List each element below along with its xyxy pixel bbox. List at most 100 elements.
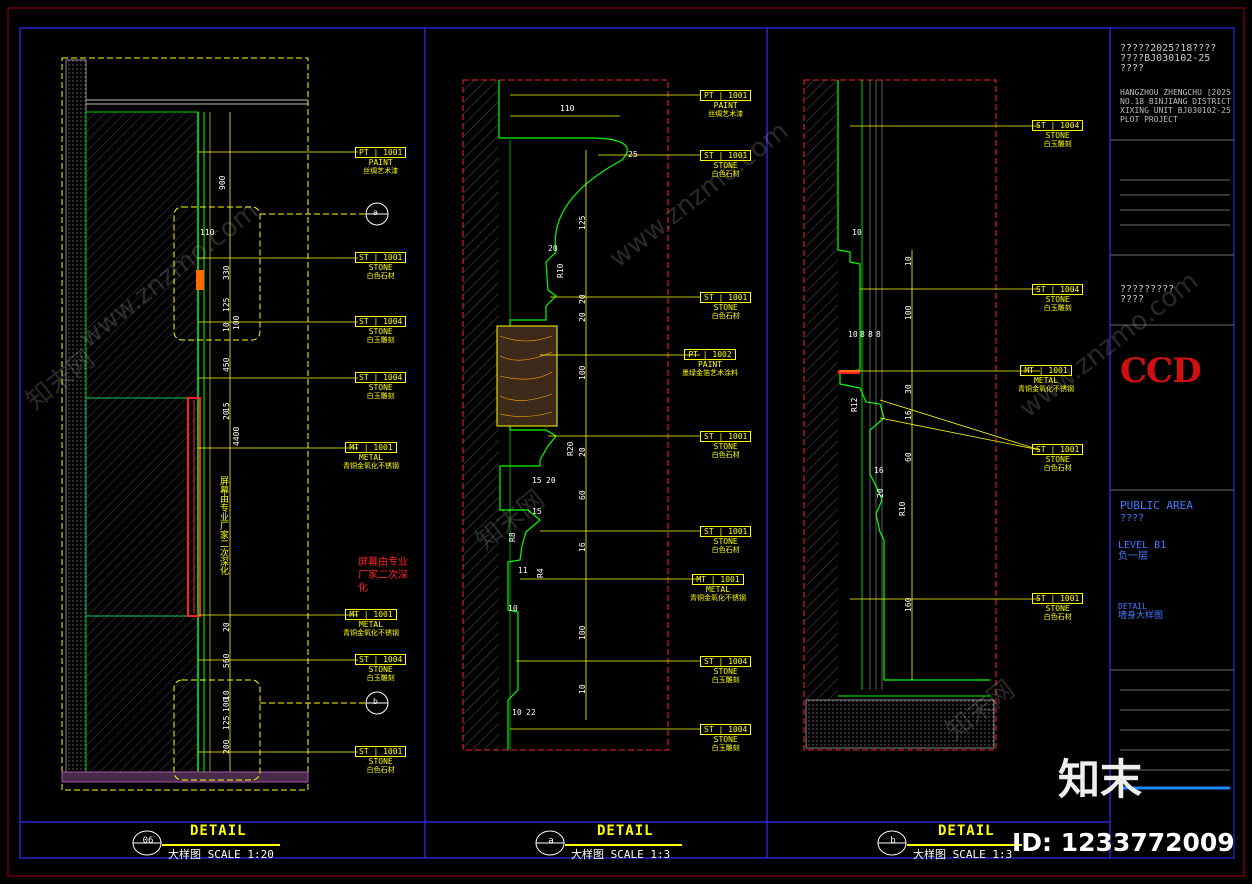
panel-1-wall-section	[61, 57, 389, 791]
dimension-label: 20	[222, 622, 231, 632]
dimension-label: 560	[222, 653, 231, 668]
panel-3-scale: 大样图 SCALE 1:3	[913, 848, 1013, 861]
callout-label: a	[373, 208, 378, 217]
project-name-en: HANGZHOU ZHENGCHU [2025 NO.18 BINJIANG D…	[1120, 88, 1231, 124]
panel-1-bubble: 06	[142, 836, 154, 846]
dimension-label: 110	[560, 104, 575, 113]
dimension-label: 20	[876, 488, 885, 498]
dimension-label: 15	[532, 507, 542, 516]
dimension-label: 125	[222, 297, 231, 312]
client-name: ????????? ????	[1120, 284, 1175, 305]
dimension-label: 330	[222, 265, 231, 280]
dimension-label: 20	[222, 410, 231, 420]
dimension-label: 16	[578, 542, 587, 552]
dimension-label: 100	[578, 625, 587, 640]
dimension-label: 450	[222, 357, 231, 372]
site-brand-logo: 知末	[1058, 755, 1143, 804]
level-en: LEVEL B1	[1118, 540, 1167, 551]
dimension-label: 125	[578, 215, 587, 230]
panel-1-title: DETAIL	[190, 823, 247, 839]
dimension-label: 20	[578, 447, 587, 457]
dimension-label: R10	[556, 263, 565, 278]
dimension-label: 160	[904, 597, 913, 612]
dimension-label: 30	[904, 384, 913, 394]
dimension-label: 8	[860, 330, 865, 339]
dimension-label: 10	[578, 684, 587, 694]
callout-label: b	[373, 697, 378, 706]
dimension-label: 10	[512, 708, 522, 717]
dimension-label: R10	[898, 501, 907, 516]
dimension-label: 110	[200, 228, 215, 237]
dimension-label: 100	[578, 365, 587, 380]
panel-3-bubble: b	[890, 836, 896, 846]
dimension-label: 20	[548, 244, 558, 253]
dimension-label: 20	[546, 476, 556, 485]
dimension-label: 60	[578, 490, 587, 500]
area-cn: ????	[1120, 513, 1145, 524]
detail-cn: 墙身大样图	[1118, 611, 1164, 621]
asset-id-label: ID: 1233772009	[1012, 828, 1235, 857]
dimension-label: 15	[532, 476, 542, 485]
dimension-label: 100	[904, 305, 913, 320]
dimension-label: R8	[508, 532, 517, 542]
dimension-label: 10	[508, 604, 518, 613]
dimension-label: 900	[218, 175, 227, 190]
project-name-cn: ?????2025?18???? ????BJ030102-25 ????	[1120, 43, 1217, 74]
dimension-label: 125	[222, 715, 231, 730]
panel-3-title: DETAIL	[938, 823, 995, 839]
dimension-label: 10	[848, 330, 858, 339]
dimension-label: 10	[222, 690, 231, 700]
level-cn: 负一层	[1118, 551, 1148, 562]
dimension-label: 100	[232, 315, 241, 330]
dimension-label: 8	[868, 330, 873, 339]
dimension-label: 8	[876, 330, 881, 339]
dimension-label: R4	[536, 568, 545, 578]
detail-en: DETAIL	[1118, 602, 1147, 611]
dimension-label: 16	[904, 410, 913, 420]
red-note: 屏幕由专业 厂家二次深 化	[358, 557, 408, 594]
company-logo: CCD	[1120, 351, 1202, 391]
dimension-label: 11	[518, 566, 528, 575]
panel-2-scale: 大样图 SCALE 1:3	[571, 848, 671, 861]
panel-2-profile-a	[462, 79, 700, 751]
panel-2-bubble: a	[548, 836, 554, 846]
dimension-label: 10	[222, 322, 231, 332]
dimension-label: 20	[578, 294, 587, 304]
dimension-label: 20	[578, 312, 587, 322]
dimension-label: 22	[526, 708, 536, 717]
dimension-label: R20	[566, 441, 575, 456]
vertical-note: 屏幕由专业厂家二次深化	[218, 475, 228, 575]
dimension-label: 4400	[232, 426, 241, 446]
dimension-label: 200	[222, 739, 231, 754]
dimension-label: 60	[904, 452, 913, 462]
dimension-label: 16	[874, 466, 884, 475]
panel-3-profile-b	[803, 79, 1041, 751]
panel-title-bubbles	[132, 830, 1022, 856]
sidebar-grid	[1110, 139, 1234, 790]
dimension-label: 10	[904, 256, 913, 266]
dimension-label: 10	[852, 228, 862, 237]
